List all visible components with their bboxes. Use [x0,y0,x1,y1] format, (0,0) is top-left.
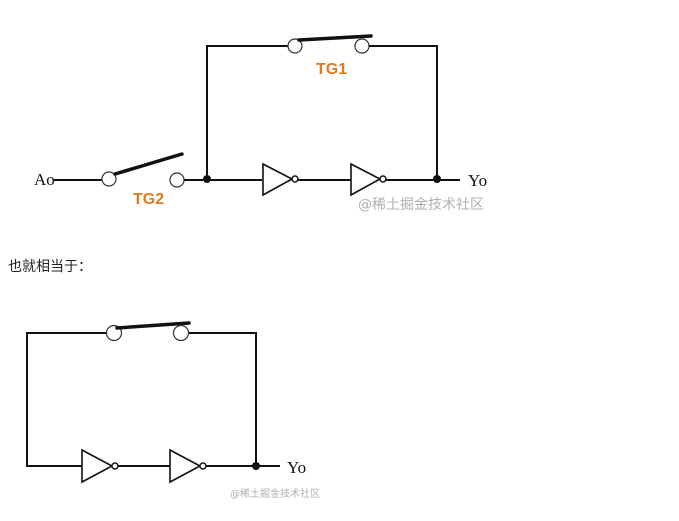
output-junction-node [252,462,260,470]
output-label: Yo [287,458,306,477]
diagram-2: Yo @稀土掘金技术社区 [26,321,320,500]
watermark: @稀土掘金技术社区 [358,197,484,213]
input-label: Ao [34,170,55,189]
inverter-1 [81,448,114,484]
inverter-1-bubble [111,462,119,470]
watermark: @稀土掘金技术社区 [230,487,320,500]
feedback-wire-left [206,45,288,179]
output-label: Yo [468,171,487,190]
tg2-switch-lever [113,152,184,176]
tg1-label: TG1 [316,61,347,78]
right-junction-node [433,175,441,183]
tg1-switch-lever [297,34,373,42]
inverter-2-bubble [379,175,387,183]
inverter-1-bubble [291,175,299,183]
tg2-label: TG2 [133,191,164,208]
tg2-left-contact [101,171,117,187]
inverter-2-bubble [199,462,207,470]
loop-left-wire [26,332,106,467]
switch-lever [115,321,191,330]
inverter-1 [262,162,294,197]
inverter-2 [169,448,202,484]
diagram-1: Ao TG2 TG1 Yo @稀土掘金技术社区 [34,34,487,213]
switch-right-contact [172,324,190,342]
caption-text: 也就相当于： [8,259,92,275]
inverter-2 [350,162,382,197]
tg2-right-contact [169,172,185,188]
tg1-left-contact [287,38,303,54]
tg1-right-contact [354,38,370,54]
feedback-wire-right [369,45,438,179]
loop-right-wire [189,332,257,466]
